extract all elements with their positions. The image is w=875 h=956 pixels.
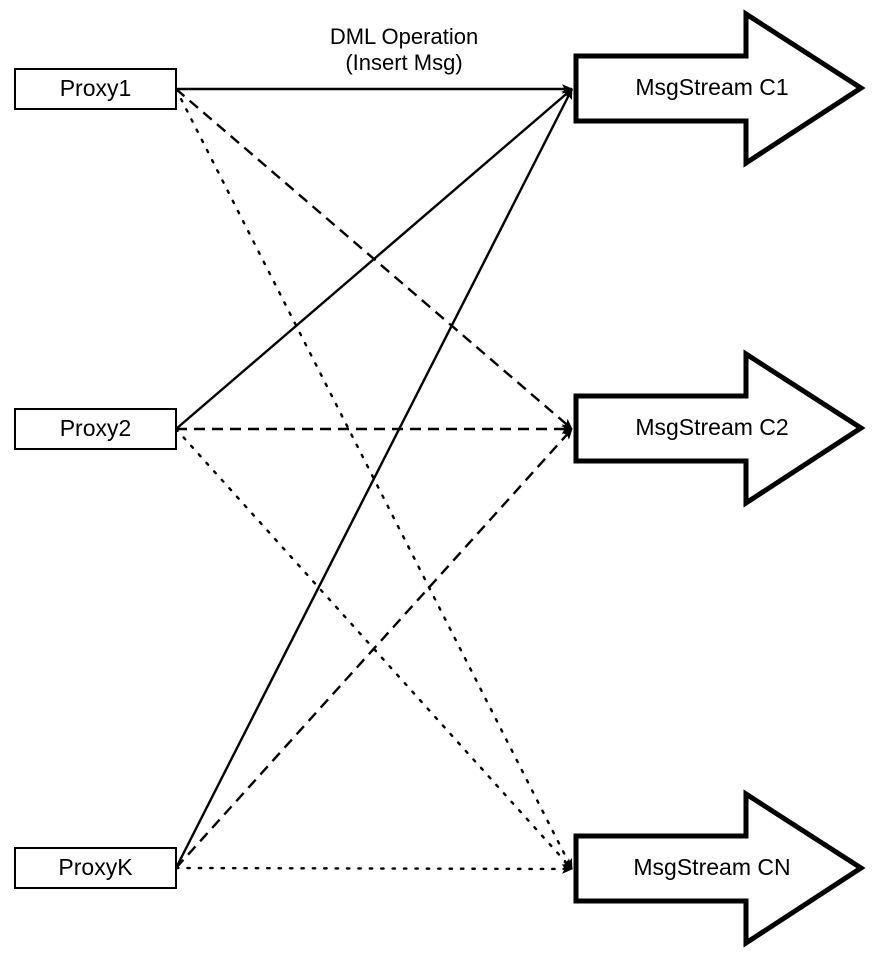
msgstream-c2-arrow-shape [573, 349, 866, 508]
edge-layer [174, 84, 574, 874]
proxy2-box [14, 408, 177, 450]
edge-proxy2-to-msgstream-c1 [175, 88, 573, 430]
msgstream-c1[interactable]: MsgStream C1 [573, 9, 866, 168]
proxyk-node[interactable]: ProxyK [14, 847, 177, 889]
msgstream-cn-label: MsgStream CN [633, 854, 790, 880]
edge-caption: DML Operation (Insert Msg) [330, 24, 478, 75]
edge-proxyk-to-msgstream-c1 [174, 88, 574, 869]
msgstream-cn-arrow-shape [573, 789, 866, 948]
msgstream-c2[interactable]: MsgStream C2 [573, 349, 866, 508]
msgstream-layer: MsgStream C1 MsgStream C2 MsgStream CN [573, 9, 866, 948]
edge-caption-line2: (Insert Msg) [345, 50, 462, 75]
msgstream-c2-label: MsgStream C2 [635, 414, 788, 440]
proxyk-label: ProxyK [58, 854, 133, 880]
msgstream-c1-arrow-shape [573, 9, 866, 168]
proxy1-node[interactable]: Proxy1 [14, 68, 177, 110]
proxy1-label: Proxy1 [60, 75, 132, 101]
msgstream-cn[interactable]: MsgStream CN [573, 789, 866, 948]
proxy-layer: Proxy1 Proxy2 ProxyK [14, 68, 177, 889]
proxy1-box [14, 68, 177, 110]
edge-proxyk-to-msgstream-cn [174, 864, 574, 874]
edge-proxy1-to-msgstream-cn [174, 87, 574, 871]
proxy2-node[interactable]: Proxy2 [14, 408, 177, 450]
edge-caption-line1: DML Operation [330, 24, 478, 49]
proxyk-box [14, 847, 177, 889]
msgstream-c1-label: MsgStream C1 [635, 74, 788, 100]
proxy2-label: Proxy2 [60, 415, 132, 441]
edge-proxyk-to-msgstream-c2 [175, 428, 573, 869]
